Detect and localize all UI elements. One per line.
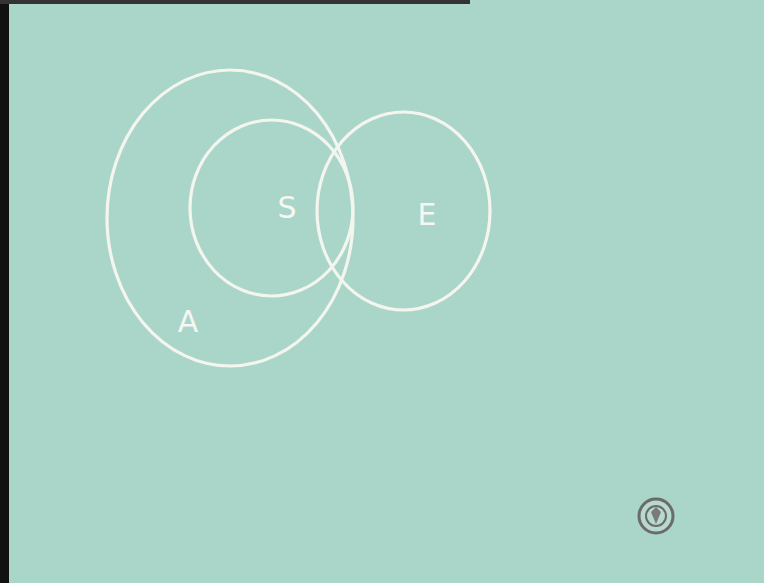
label-holder: A bbox=[178, 307, 199, 337]
circle-outline bbox=[315, 110, 492, 312]
chalk-ellipse bbox=[190, 120, 353, 296]
circle-outline bbox=[188, 118, 355, 298]
emblem-inner-ring bbox=[646, 506, 666, 526]
label-holder: E bbox=[418, 200, 437, 230]
top-edge-bar bbox=[0, 0, 470, 4]
emblem-mark bbox=[651, 507, 661, 524]
set-circle: E bbox=[315, 110, 492, 312]
set-circle: S bbox=[188, 118, 355, 298]
set-letter: E bbox=[418, 200, 437, 230]
set-letter: A bbox=[178, 307, 199, 337]
left-edge-bar bbox=[0, 0, 9, 583]
label-holder: S bbox=[277, 193, 296, 223]
set-letter: S bbox=[277, 193, 296, 223]
institute-emblem bbox=[639, 499, 673, 533]
chalk-ellipse bbox=[317, 112, 490, 310]
emblem-ring bbox=[639, 499, 673, 533]
